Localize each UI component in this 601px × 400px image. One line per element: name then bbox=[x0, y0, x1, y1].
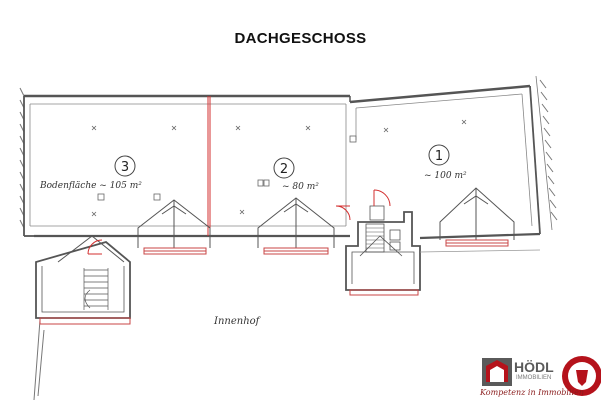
beam-markers bbox=[91, 119, 467, 217]
logo-name: HÖDL bbox=[514, 359, 554, 375]
certification-seal bbox=[562, 356, 601, 396]
dormer-window-2 bbox=[257, 197, 335, 255]
center-stairwell bbox=[335, 189, 421, 296]
inner-wall-lines bbox=[29, 93, 533, 227]
red-partition-lines bbox=[207, 96, 211, 236]
room-2-area-label: ~ 80 m² bbox=[282, 182, 319, 192]
room-number-circles bbox=[114, 144, 450, 179]
room-1-area-label: ~ 100 m² bbox=[424, 171, 467, 181]
left-boundary-wall bbox=[19, 87, 45, 400]
room-3-circle bbox=[114, 155, 136, 177]
dormer-window-3 bbox=[137, 199, 211, 255]
courtyard-label: Innenhof bbox=[213, 316, 262, 327]
logo-tagline: Kompetenz in Immobilien bbox=[480, 388, 584, 397]
left-stairwell bbox=[35, 235, 131, 325]
room-3-number: 3 bbox=[121, 160, 129, 175]
room-3-area-label: Bodenfläche ~ 105 m² bbox=[39, 181, 142, 191]
room-2-number: 2 bbox=[280, 162, 288, 177]
dormer-window-1 bbox=[439, 187, 515, 247]
lower-boundary bbox=[419, 249, 541, 253]
plan-title: DACHGESCHOSS bbox=[234, 30, 367, 47]
logo-subtitle: IMMOBILIEN bbox=[516, 375, 552, 381]
room-1-number: 1 bbox=[435, 149, 443, 164]
room-1-circle bbox=[428, 144, 450, 166]
right-boundary-wall bbox=[535, 75, 558, 231]
hoedl-logo-mark bbox=[482, 358, 512, 386]
room-2-circle bbox=[273, 157, 295, 179]
